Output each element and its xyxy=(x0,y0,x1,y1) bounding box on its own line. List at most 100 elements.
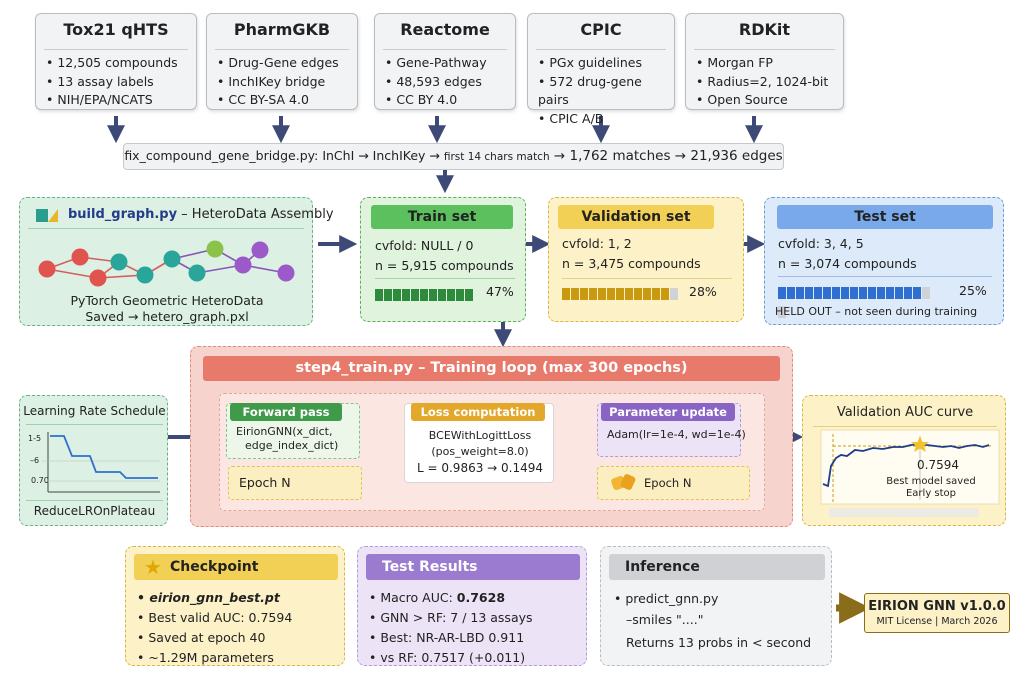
progress-segment xyxy=(670,288,678,300)
progress-segment xyxy=(580,288,588,300)
result-value: NR-AR-LBD 0.911 xyxy=(416,630,525,645)
release-badge: EIRION GNN v1.0.0 MIT License | March 20… xyxy=(864,593,1010,633)
progress-segment xyxy=(643,288,651,300)
validation-set-title: Validation set xyxy=(558,205,714,229)
progress-segment xyxy=(787,287,795,299)
update-title: Parameter update xyxy=(601,403,735,421)
build-graph-subtitle: – HeteroData Assembly xyxy=(177,207,334,222)
source-item: InchIKey bridge xyxy=(217,73,357,92)
source-item: Drug-Gene edges xyxy=(217,54,357,73)
train-count: n = 5,915 compounds xyxy=(375,258,514,273)
progress-segment xyxy=(778,306,786,318)
progress-segment xyxy=(411,289,419,301)
val-pct: 28% xyxy=(689,284,717,299)
val-auc-note-line2: Early stop xyxy=(905,488,957,499)
source-item: Open Source xyxy=(696,91,843,110)
loss-weight: (pos_weight=8.0) xyxy=(431,445,529,458)
source-item: PGx guidelines xyxy=(538,54,674,73)
progress-segment xyxy=(447,289,455,301)
inference-details: • predict_gnn.py –smiles "...." Returns … xyxy=(614,588,811,653)
source-card-cpic: CPIC PGx guidelines 572 drug-gene pairs … xyxy=(527,13,675,126)
hetero-graph-illustration xyxy=(38,240,295,287)
script-icon-accent xyxy=(48,209,58,222)
progress-segment xyxy=(904,287,912,299)
checkpoint-file: • eirion_gnn_best.pt xyxy=(137,590,280,605)
release-subtitle: MIT License | March 2026 xyxy=(876,616,998,627)
test-result-row: • Macro AUC: 0.7628 xyxy=(369,590,506,605)
result-value: 0.7628 xyxy=(456,590,506,605)
train-pct: 47% xyxy=(486,284,514,299)
progress-segment xyxy=(589,288,597,300)
lr-tick-mid: –6 xyxy=(30,456,40,465)
build-graph-script: build_graph.py xyxy=(68,207,178,222)
forward-code-line2: edge_index_dict) xyxy=(245,439,339,452)
validation-set-card: Validation set cvfold: 1, 2 n = 3,475 co… xyxy=(548,197,744,322)
forward-pass-title: Forward pass xyxy=(230,403,342,421)
inference-output: Returns 13 probs in < second xyxy=(626,635,812,650)
val-auc-panel: Validation AUC curve 0.7594 Best model s… xyxy=(802,395,1006,526)
progress-segment xyxy=(805,287,813,299)
forward-pass-code: EirionGNN(x_dict, edge_index_dict) xyxy=(236,425,338,453)
checkpoint-details: • eirion_gnn_best.pt • Best valid AUC: 0… xyxy=(137,588,292,668)
result-label: GNN > RF: xyxy=(380,610,451,625)
source-item: Radius=2, 1024-bit xyxy=(696,73,843,92)
source-item: 48,593 edges xyxy=(385,73,515,92)
progress-segment xyxy=(814,287,822,299)
graph-caption-line1: PyTorch Geometric HeteroData xyxy=(70,293,264,308)
test-result-row: • vs RF: 0.7517 (+0.011) xyxy=(369,650,526,665)
val-auc-chart xyxy=(820,429,1000,517)
inference-script: • predict_gnn.py xyxy=(614,591,719,606)
inference-card: Inference • predict_gnn.py –smiles "....… xyxy=(600,546,832,666)
progress-segment xyxy=(661,288,669,300)
bridge-text-main: fix_compound_gene_bridge.py: InChI → Inc… xyxy=(124,148,444,163)
progress-segment xyxy=(922,287,930,299)
progress-segment xyxy=(877,287,885,299)
test-results-card: Test Results • Macro AUC: 0.7628 • GNN >… xyxy=(357,546,587,666)
progress-segment xyxy=(778,287,786,299)
progress-segment xyxy=(571,288,579,300)
checkpoint-item: • ~1.29M parameters xyxy=(137,650,274,665)
script-icon xyxy=(36,209,48,222)
result-label: vs RF: xyxy=(380,650,422,665)
update-epoch-box: Epoch N xyxy=(597,466,750,500)
train-set-title: Train set xyxy=(371,205,513,229)
progress-segment xyxy=(850,287,858,299)
source-item: CPIC A/B xyxy=(538,110,674,129)
parameter-update-box: Parameter update Adam(lr=1e-4, wd=1e-4) xyxy=(597,403,746,457)
forward-pass-box: Forward pass EirionGNN(x_dict, edge_inde… xyxy=(226,403,360,459)
lr-curve xyxy=(42,432,160,493)
progress-segment xyxy=(598,288,606,300)
train-cvfold: cvfold: NULL / 0 xyxy=(375,238,474,253)
val-count: n = 3,475 compounds xyxy=(562,256,701,271)
update-epoch-label: Epoch N xyxy=(644,476,692,490)
source-card-rdkit: RDKit Morgan FP Radius=2, 1024-bit Open … xyxy=(685,13,844,110)
build-graph-caption: PyTorch Geometric HeteroData Saved → het… xyxy=(20,293,314,325)
source-card-tox21: Tox21 qHTS 12,505 compounds 13 assay lab… xyxy=(35,13,197,110)
val-cvfold: cvfold: 1, 2 xyxy=(562,236,632,251)
result-value: 0.7517 (+0.011) xyxy=(421,650,526,665)
forward-code-line1: EirionGNN(x_dict, xyxy=(236,425,333,438)
result-label: Best: xyxy=(380,630,417,645)
source-item: 13 assay labels xyxy=(46,73,196,92)
test-results-title: Test Results xyxy=(366,554,580,580)
source-title: Tox21 qHTS xyxy=(63,20,169,39)
lr-schedule-footer: ReduceLROnPlateau xyxy=(33,504,156,518)
optimizer-config: Adam(lr=1e-4, wd=1e-4) xyxy=(607,428,746,441)
checkpoint-card: Checkpoint ★ • eirion_gnn_best.pt • Best… xyxy=(125,546,345,666)
checkpoint-item: • Saved at epoch 40 xyxy=(137,630,266,645)
bridge-text-result: → 1,762 matches → 21,936 edges xyxy=(549,148,783,164)
progress-segment xyxy=(886,287,894,299)
progress-segment xyxy=(402,289,410,301)
progress-segment xyxy=(913,287,921,299)
source-card-pharmgkb: PharmGKB Drug-Gene edges InchIKey bridge… xyxy=(206,13,358,110)
loss-fn: BCEWithLogittLoss xyxy=(428,429,532,442)
progress-segment xyxy=(895,287,903,299)
source-item: NIH/EPA/NCATS xyxy=(46,91,196,110)
val-auc-best-value: 0.7594 xyxy=(917,458,959,472)
bridge-bar: fix_compound_gene_bridge.py: InChI → Inc… xyxy=(123,143,784,170)
bridge-text-match-rule: first 14 chars match xyxy=(443,151,550,163)
lr-tick-low: 0.70 xyxy=(31,476,49,485)
test-cvfold: cvfold: 3, 4, 5 xyxy=(778,236,864,251)
progress-segment xyxy=(841,287,849,299)
train-progress-bar xyxy=(375,286,475,301)
